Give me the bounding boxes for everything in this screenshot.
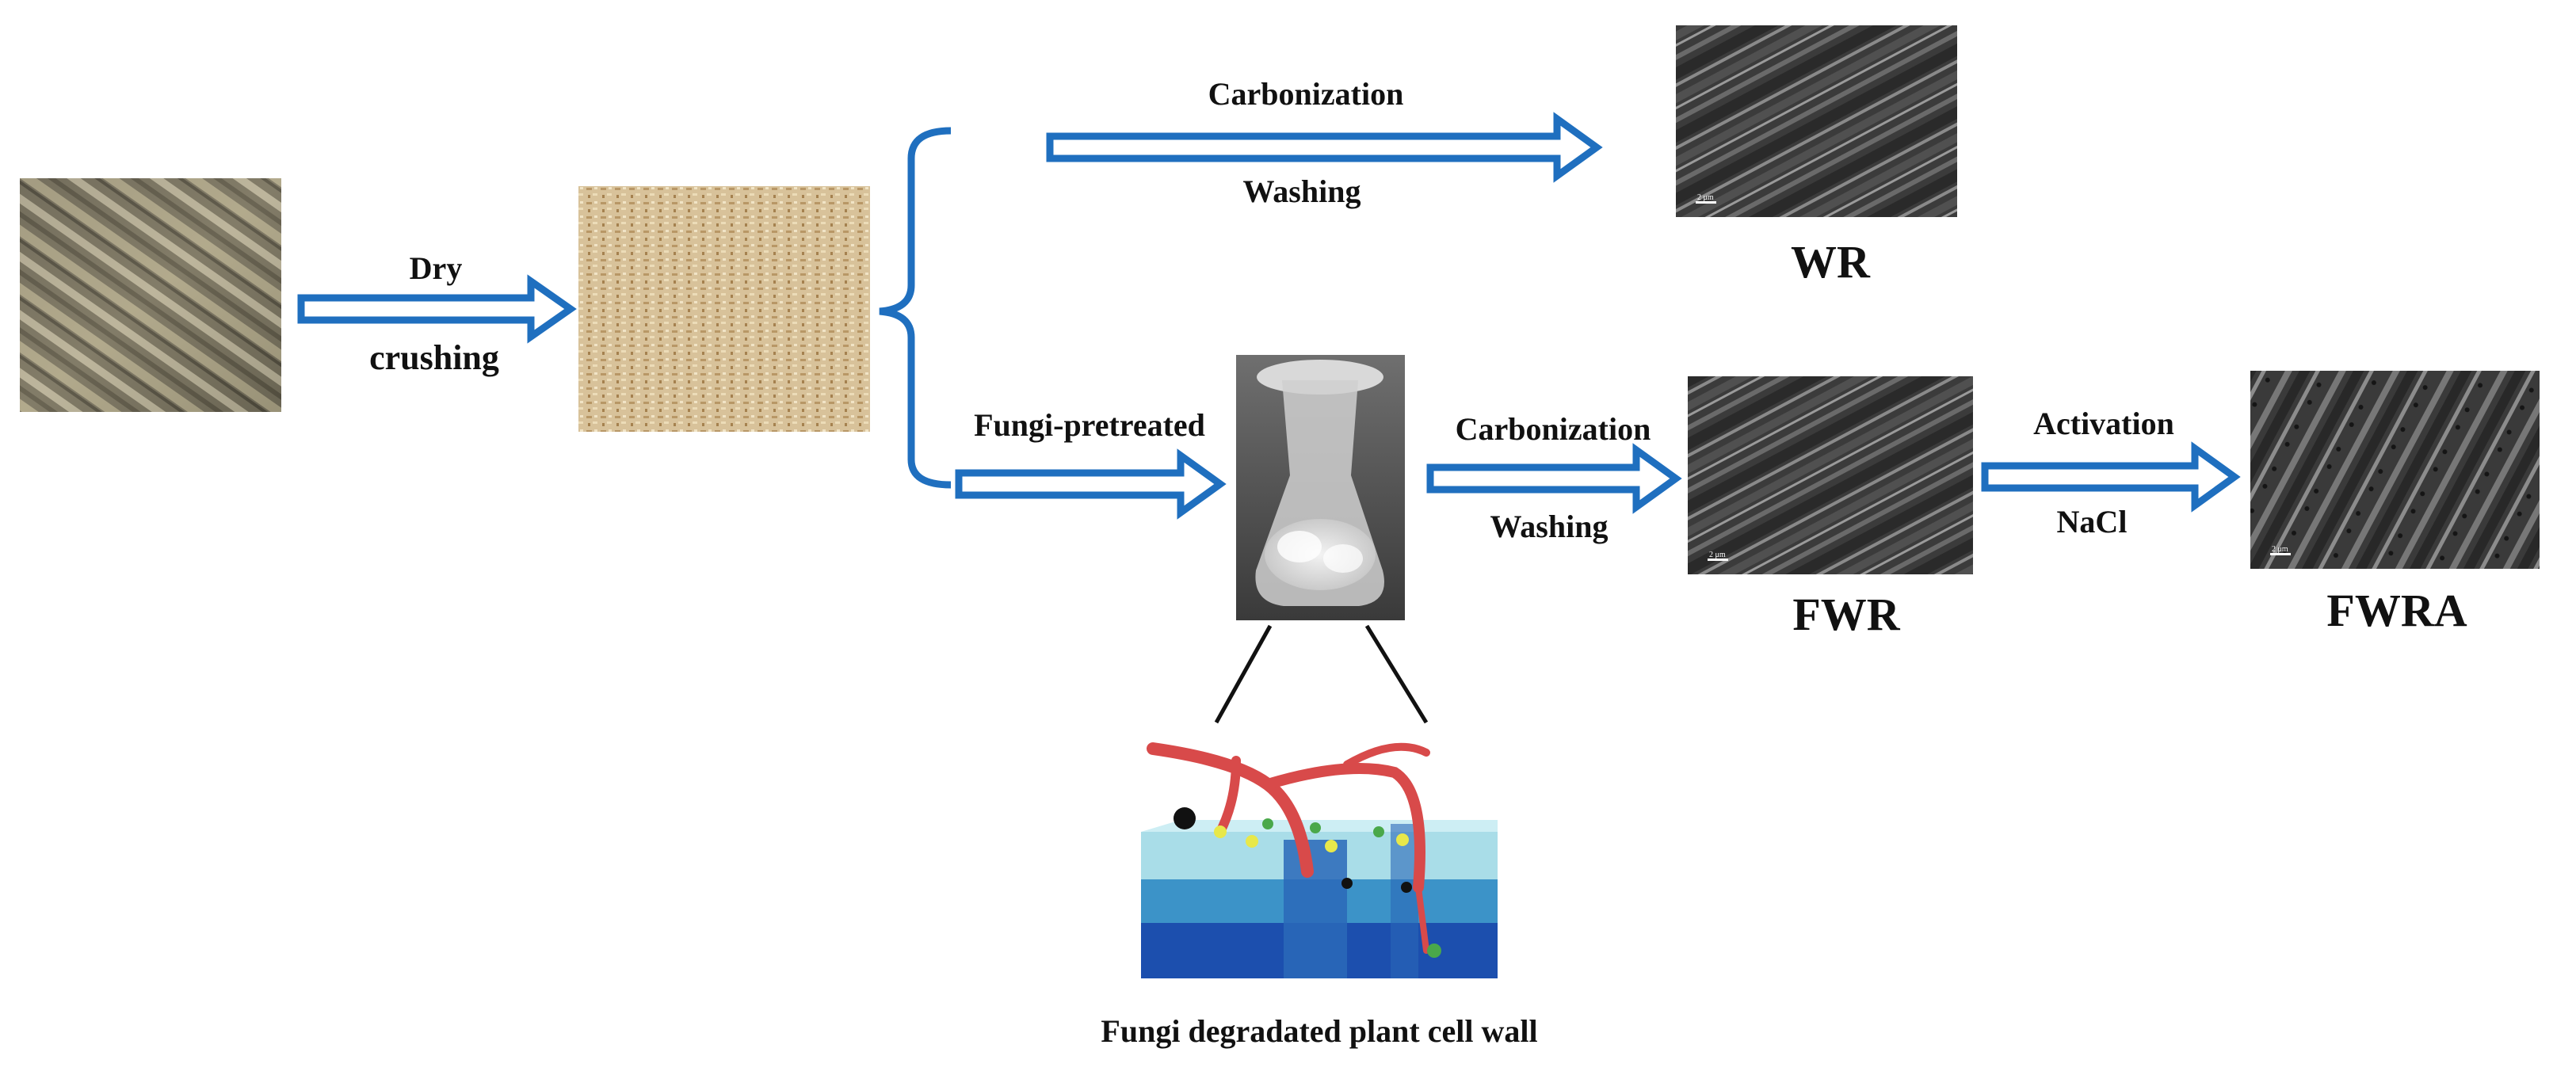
fungi-flask-photo	[1236, 355, 1405, 620]
mid-washing-label: Washing	[1490, 509, 1609, 544]
fwr-label: FWR	[1792, 589, 1900, 640]
top-carbonization-label: Carbonization	[1208, 76, 1404, 112]
fwra-sem-image: 2 μm	[2250, 371, 2540, 569]
wr-sem-image: 2 μm	[1676, 25, 1957, 217]
nacl-label: NaCl	[2057, 504, 2128, 540]
crushed-powder-photo	[578, 186, 870, 432]
mid-carbonization-label: Carbonization	[1456, 411, 1651, 447]
wr-label: WR	[1791, 236, 1871, 288]
fungi-pretreated-label: Fungi-pretreated	[974, 407, 1205, 443]
inset-connector-right	[1364, 624, 1429, 724]
dry-crushing-arrow	[297, 274, 577, 344]
wr-scale-bar: 2 μm	[1697, 193, 1714, 202]
dry-label: Dry	[410, 250, 463, 286]
fungi-pretreated-arrow	[955, 448, 1227, 520]
cell-wall-caption: Fungi degradated plant cell wall	[1101, 1013, 1537, 1049]
activation-arrow	[1981, 441, 2241, 513]
inset-connector-left	[1214, 624, 1273, 724]
fwra-scale-bar: 2 μm	[2272, 545, 2288, 554]
raw-straw-photo	[20, 178, 281, 412]
fwr-sem-image: 2 μm	[1688, 376, 1973, 574]
top-carbonization-arrow	[1046, 112, 1603, 183]
branch-brace	[879, 127, 952, 489]
fwr-scale-bar: 2 μm	[1709, 551, 1726, 559]
cell-wall-illustration	[1135, 737, 1508, 978]
crushing-label: crushing	[369, 338, 499, 377]
activation-label: Activation	[2033, 406, 2174, 441]
fwra-label: FWRA	[2326, 585, 2467, 636]
top-washing-label: Washing	[1243, 173, 1361, 209]
mid-carbonization-arrow	[1426, 443, 1682, 514]
